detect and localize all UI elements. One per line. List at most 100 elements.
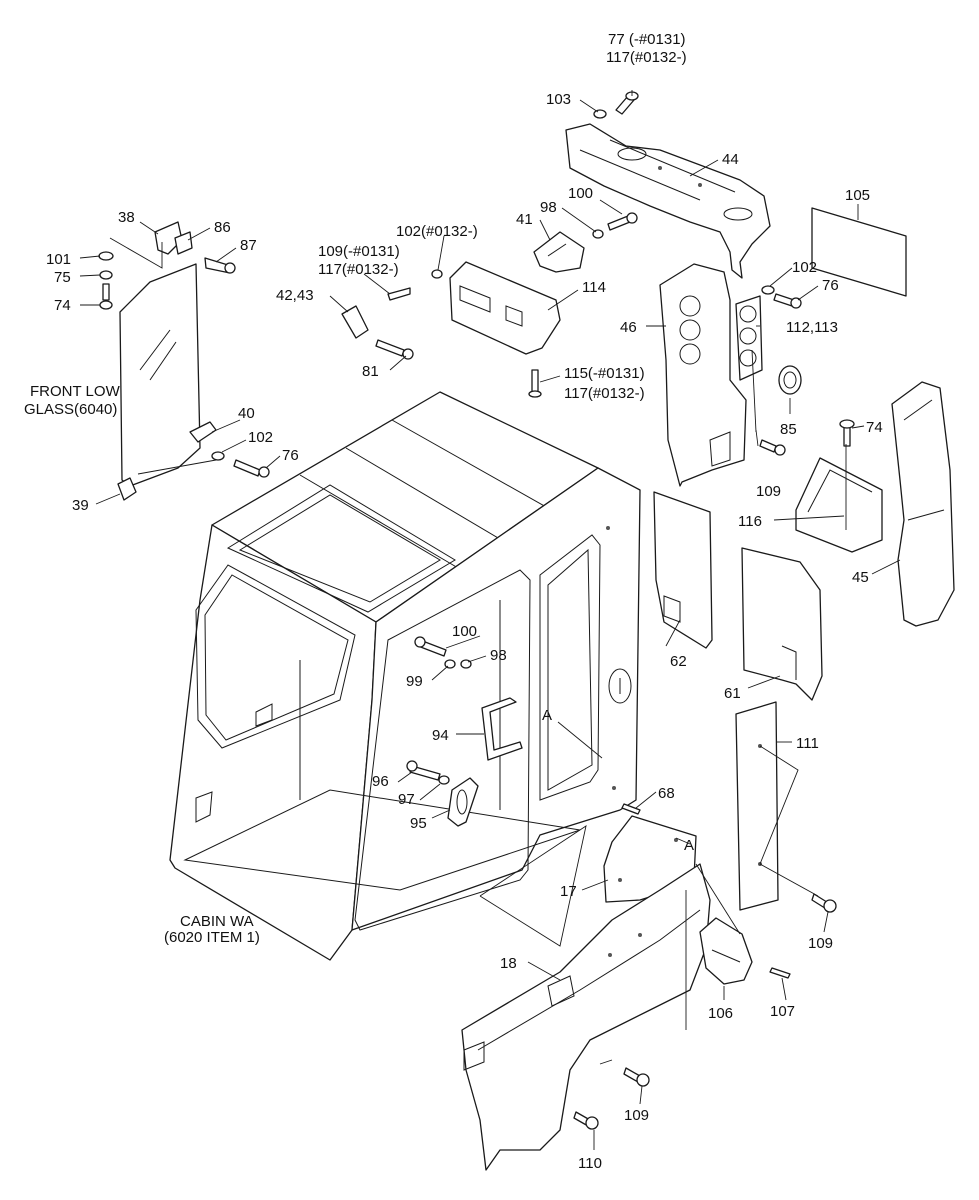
callout-109-right: 109 <box>756 483 781 500</box>
callout-114: 114 <box>582 279 606 296</box>
callout-100-inner: 100 <box>452 623 477 640</box>
callout-76-right: 76 <box>822 277 839 294</box>
lower-trim-18 <box>461 863 711 1171</box>
duct-45 <box>891 381 955 627</box>
pad-61 <box>741 547 823 701</box>
callout-41: 41 <box>516 211 533 228</box>
callout-18: 18 <box>500 955 517 972</box>
bolt-109-117 <box>387 287 411 301</box>
upper-trim-44 <box>565 123 771 279</box>
callout-42-43: 42,43 <box>276 287 314 304</box>
callout-117-mid: 117(#0132-) <box>318 261 399 278</box>
callout-109-strip: 109 <box>808 935 833 952</box>
callout-102-mid: 102(#0132-) <box>396 223 478 240</box>
callout-115: 115(-#0131) <box>564 365 645 382</box>
panel-114 <box>431 261 561 355</box>
callout-17: 17 <box>560 883 577 900</box>
callout-a-inner: A <box>542 707 552 724</box>
callout-77: 77 (-#0131) <box>608 31 686 48</box>
callout-85: 85 <box>780 421 797 438</box>
callout-75: 75 <box>54 269 71 286</box>
bracket-41 <box>533 231 585 273</box>
callout-109-lower: 109 <box>624 1107 649 1124</box>
callout-74-left: 74 <box>54 297 71 314</box>
callout-117-low: 117(#0132-) <box>564 385 645 402</box>
speaker-112-113 <box>735 295 763 381</box>
bracket-116 <box>795 457 883 553</box>
clip-40 <box>189 421 270 478</box>
callout-103: 103 <box>546 91 571 108</box>
callout-98-top: 98 <box>540 199 557 216</box>
callout-87: 87 <box>240 237 257 254</box>
cabin-label-1: CABIN WA <box>180 913 254 930</box>
bolt-109-d <box>623 1067 650 1087</box>
callout-106: 106 <box>708 1005 733 1022</box>
screw-68 <box>621 803 641 815</box>
callout-61: 61 <box>724 685 741 702</box>
callout-97: 97 <box>398 791 415 808</box>
callout-62: 62 <box>670 653 687 670</box>
callout-86: 86 <box>214 219 231 236</box>
callout-117-top: 117(#0132-) <box>606 49 687 66</box>
callout-a-cover: A <box>684 837 694 854</box>
bracket-106 <box>699 917 753 985</box>
callout-102-left: 102 <box>248 429 273 446</box>
cabin-label-2: (6020 ITEM 1) <box>164 929 260 946</box>
callout-101: 101 <box>46 251 71 268</box>
knob-85 <box>778 365 802 395</box>
callout-38: 38 <box>118 209 135 226</box>
washer-97 <box>438 775 450 785</box>
bolt-100-b <box>414 636 447 657</box>
callout-116: 116 <box>738 513 762 530</box>
callout-112-113: 112,113 <box>786 319 838 336</box>
leader-lines <box>79 90 901 1150</box>
washer-102-bolt-76 <box>761 285 802 309</box>
callout-105: 105 <box>845 187 870 204</box>
callout-102-right: 102 <box>792 259 817 276</box>
callout-107: 107 <box>770 1003 795 1020</box>
callout-45: 45 <box>852 569 869 586</box>
bracket-42-43 <box>341 305 369 339</box>
bolt-81 <box>375 339 414 360</box>
callout-96: 96 <box>372 773 389 790</box>
callout-74-right: 74 <box>866 419 883 436</box>
bolt-100-washer-98 <box>592 212 638 239</box>
callout-109-mid: 109(-#0131) <box>318 243 400 260</box>
bolt-109-c <box>811 893 837 913</box>
callout-labels: 77 (-#0131) 117(#0132-) 103 44 100 98 41… <box>24 31 883 1172</box>
front-low-glass-label-2: GLASS(6040) <box>24 401 117 418</box>
callout-95: 95 <box>410 815 427 832</box>
callout-111: 111 <box>796 735 819 752</box>
side-panel-46 <box>659 263 747 487</box>
callout-94: 94 <box>432 727 449 744</box>
callout-98-inner: 98 <box>490 647 507 664</box>
callout-81: 81 <box>362 363 379 380</box>
callout-76-left: 76 <box>282 447 299 464</box>
bolt-110 <box>573 1111 599 1130</box>
bolt-109-b <box>759 439 786 456</box>
callout-40: 40 <box>238 405 255 422</box>
pad-62 <box>653 491 713 649</box>
screw-107 <box>769 967 791 979</box>
bolt-96 <box>406 760 441 781</box>
callout-110: 110 <box>578 1155 602 1172</box>
callout-39: 39 <box>72 497 89 514</box>
cabin-assembly <box>169 391 641 961</box>
bolt-77 <box>593 91 639 119</box>
bolt-74-b <box>839 419 855 447</box>
clip-39 <box>117 477 137 501</box>
fasteners-101-75-74 <box>98 251 114 310</box>
front-low-glass <box>119 263 201 487</box>
callout-44: 44 <box>722 151 739 168</box>
bolt-115-117 <box>528 369 542 398</box>
callout-46: 46 <box>620 319 637 336</box>
pad-105 <box>811 207 907 297</box>
callout-99: 99 <box>406 673 423 690</box>
cover-95 <box>447 777 479 827</box>
front-low-glass-label-1: FRONT LOW <box>30 383 121 400</box>
strip-111 <box>735 701 779 911</box>
callout-100-top: 100 <box>568 185 593 202</box>
handle-94 <box>481 697 523 761</box>
callout-68: 68 <box>658 785 675 802</box>
